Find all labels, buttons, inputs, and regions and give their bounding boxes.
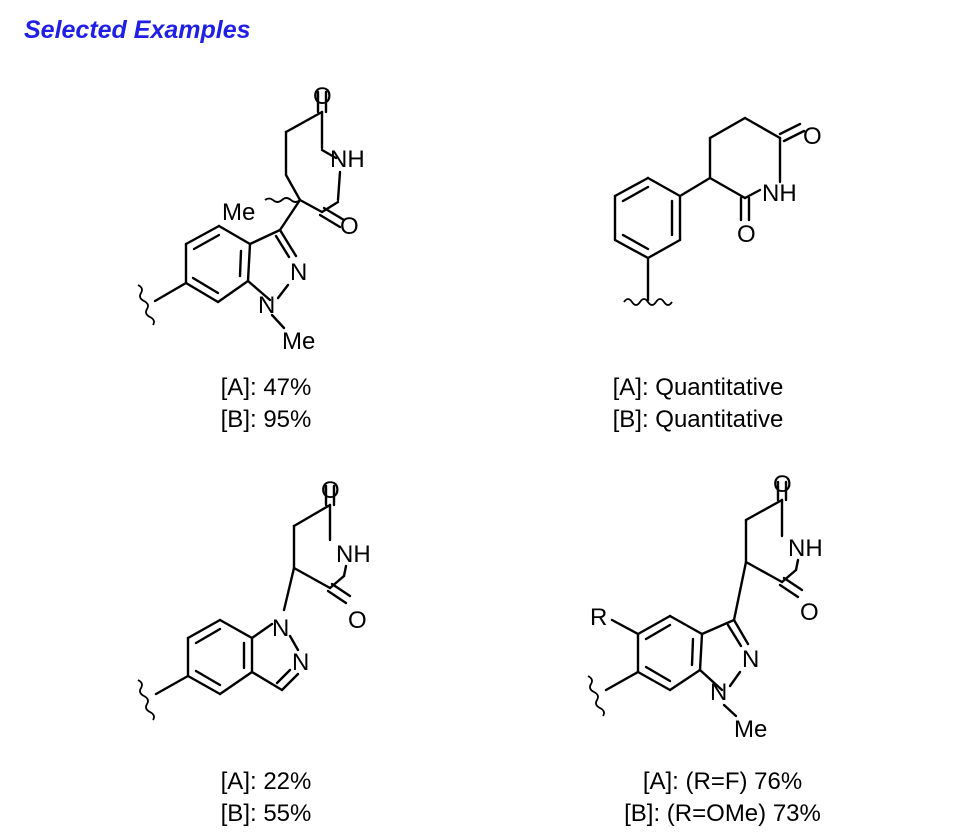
- atom-label-o-top: O: [321, 477, 340, 504]
- yield-b: [B]: Quantitative: [612, 406, 784, 433]
- atom-label-o-bottom: O: [340, 213, 359, 240]
- atom-label-nh: NH: [336, 541, 371, 568]
- yield-block-example-3: [A]: 22% [B]: 55%: [196, 766, 336, 830]
- atom-label-nh: NH: [330, 146, 365, 173]
- atom-label-n-me: Me: [282, 328, 315, 355]
- yield-b: [B]: 95%: [220, 406, 312, 433]
- structure-example-2: O NH O: [613, 116, 822, 306]
- atom-label-o-top: O: [803, 123, 822, 150]
- yield-block-example-1: [A]: 47% [B]: 95%: [196, 372, 336, 436]
- yield-b: [B]: 55%: [220, 800, 312, 827]
- atom-label-n-me: Me: [734, 716, 767, 743]
- atom-label-nh: NH: [788, 535, 823, 562]
- atom-label-n2: N: [742, 646, 759, 673]
- atom-label-n1: N: [710, 679, 727, 706]
- yield-a: [A]: 47%: [220, 374, 312, 401]
- yield-a: [A]: Quantitative: [612, 374, 784, 401]
- yield-b: [B]: (R=OMe) 73%: [624, 800, 821, 827]
- atom-label-n2: N: [290, 259, 307, 286]
- atom-label-n1: N: [272, 615, 289, 642]
- atom-label-o-bottom: O: [348, 607, 367, 634]
- section-heading: Selected Examples: [24, 16, 251, 44]
- atom-label-o-top: O: [773, 471, 792, 498]
- atom-label-nh: NH: [762, 180, 797, 207]
- yield-block-example-2: [A]: Quantitative [B]: Quantitative: [578, 372, 818, 436]
- structure-example-4: O NH O R N N Me: [587, 471, 823, 743]
- atom-label-o-top: O: [313, 83, 332, 110]
- structure-example-3: O NH O N N: [137, 477, 371, 721]
- atom-label-me: Me: [222, 199, 255, 226]
- yield-a: [A]: 22%: [220, 768, 312, 795]
- atom-label-o-bottom: O: [737, 221, 756, 248]
- atom-label-o-bottom: O: [800, 599, 819, 626]
- atom-label-r: R: [590, 604, 607, 631]
- atom-label-n1: N: [258, 292, 275, 319]
- yield-a: [A]: (R=F) 76%: [642, 768, 803, 795]
- yield-block-example-4: [A]: (R=F) 76% [B]: (R=OMe) 73%: [585, 766, 860, 830]
- atom-label-n2: N: [292, 649, 309, 676]
- structure-example-1: O NH O Me N N Me: [137, 83, 365, 355]
